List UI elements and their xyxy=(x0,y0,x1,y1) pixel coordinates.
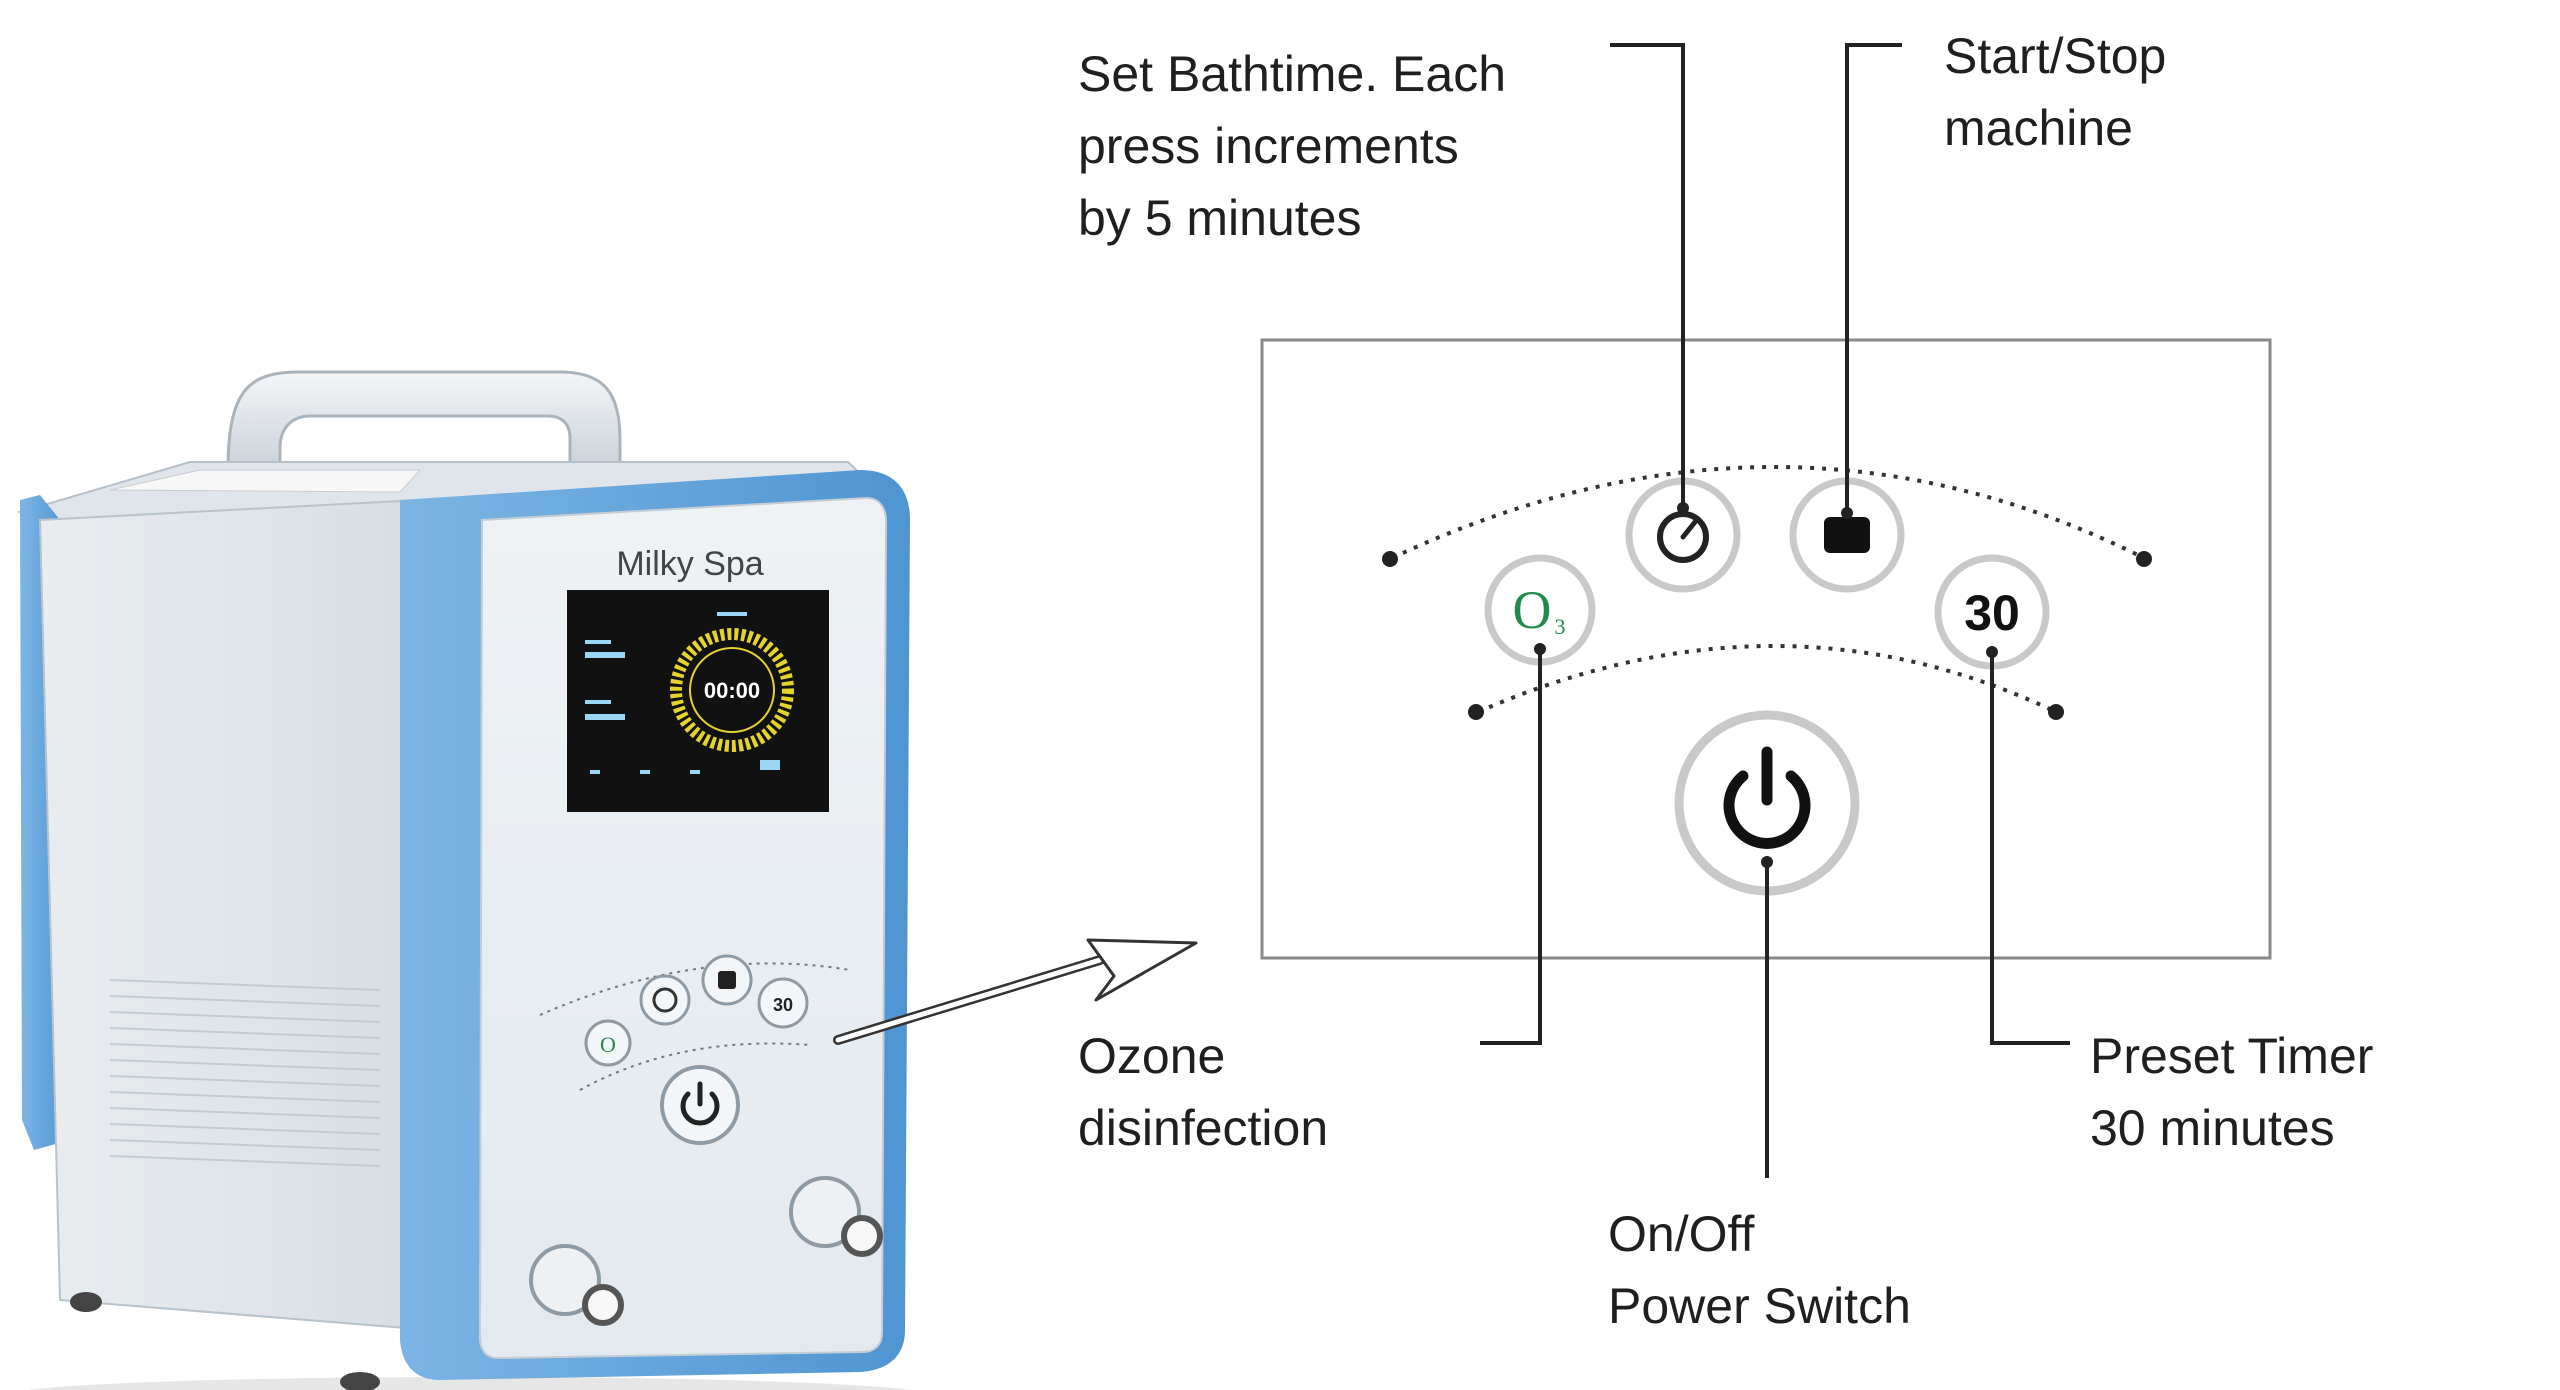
device-side xyxy=(38,498,432,1332)
mini-stop-icon xyxy=(718,971,736,989)
power-callout: On/Off Power Switch xyxy=(1608,1198,1911,1342)
ozone-callout: Ozone disinfection xyxy=(1078,1020,1328,1164)
callout-line: On/Off xyxy=(1608,1206,1755,1262)
ozone-leader-line xyxy=(1480,649,1542,1045)
ozone-subscript: 3 xyxy=(1555,614,1566,639)
ozone-symbol: O xyxy=(1513,580,1552,640)
screen-status-readouts xyxy=(585,612,780,774)
mini-bathtime-button[interactable] xyxy=(639,974,691,1026)
device-illustration: Milky Spa 00:00 O 30 xyxy=(16,370,912,1390)
start-stop-callout: Start/Stop machine xyxy=(1944,20,2166,164)
carry-handle xyxy=(226,370,622,472)
stop-square-icon xyxy=(1824,517,1870,553)
preset-timer-label: 30 xyxy=(1964,585,2020,641)
mini-panel-lower-arc xyxy=(579,1042,811,1091)
mini-preset-label: 30 xyxy=(773,995,793,1015)
mini-timer-icon xyxy=(652,987,678,1013)
leader-end-dot xyxy=(1986,646,1998,658)
arc-end-dot xyxy=(2048,704,2064,720)
mini-power-icon xyxy=(680,1091,720,1126)
callout-line: machine xyxy=(1944,100,2133,156)
leader-end-dot xyxy=(1677,502,1689,514)
zoom-arrow xyxy=(833,938,1198,1045)
start-stop-leader-line xyxy=(1845,43,1902,513)
screen-timer-value: 00:00 xyxy=(704,678,760,703)
callout-line: by 5 minutes xyxy=(1078,190,1362,246)
device-foot xyxy=(70,1292,102,1312)
preset-leader-line xyxy=(1990,652,2070,1045)
callout-line: disinfection xyxy=(1078,1100,1329,1156)
timer-icon-hand xyxy=(1680,519,1698,540)
bathtime-leader-line xyxy=(1610,43,1685,508)
power-icon xyxy=(1723,770,1811,849)
callout-line: Set Bathtime. Each xyxy=(1078,46,1507,102)
outlet-port xyxy=(529,1244,601,1316)
callout-line: press increments xyxy=(1078,118,1459,174)
arc-end-dot xyxy=(1468,704,1484,720)
inlet-port xyxy=(789,1176,861,1248)
arc-end-dot xyxy=(2136,551,2152,567)
leader-end-dot xyxy=(1841,507,1853,519)
mini-ozone-button[interactable] xyxy=(584,1019,632,1067)
callout-line: Start/Stop xyxy=(1944,28,2167,84)
bathtime-callout: Set Bathtime. Each press increments by 5… xyxy=(1078,38,1506,254)
callout-line: Preset Timer xyxy=(2090,1028,2374,1084)
outlet-port-connector xyxy=(582,1284,624,1326)
preset-callout: Preset Timer 30 minutes xyxy=(2090,1020,2373,1164)
brand-name: Milky Spa xyxy=(616,545,763,583)
screen-timer-ring xyxy=(670,628,794,752)
inlet-port-connector xyxy=(841,1215,883,1257)
mini-preset-button[interactable] xyxy=(757,977,809,1029)
mini-ozone-symbol: O xyxy=(600,1032,616,1057)
device-shadow xyxy=(28,1377,912,1390)
leader-end-dot xyxy=(1534,643,1546,655)
callout-line: 30 minutes xyxy=(2090,1100,2335,1156)
callout-line: Ozone xyxy=(1078,1028,1226,1084)
arc-end-dot xyxy=(1382,551,1398,567)
top-label-sticker xyxy=(109,469,422,493)
callout-line: Power Switch xyxy=(1608,1278,1911,1334)
leader-end-dot xyxy=(1761,856,1773,868)
screen-timer-inner-ring xyxy=(689,647,775,733)
device-foot xyxy=(340,1372,380,1390)
side-vent xyxy=(109,979,381,1167)
